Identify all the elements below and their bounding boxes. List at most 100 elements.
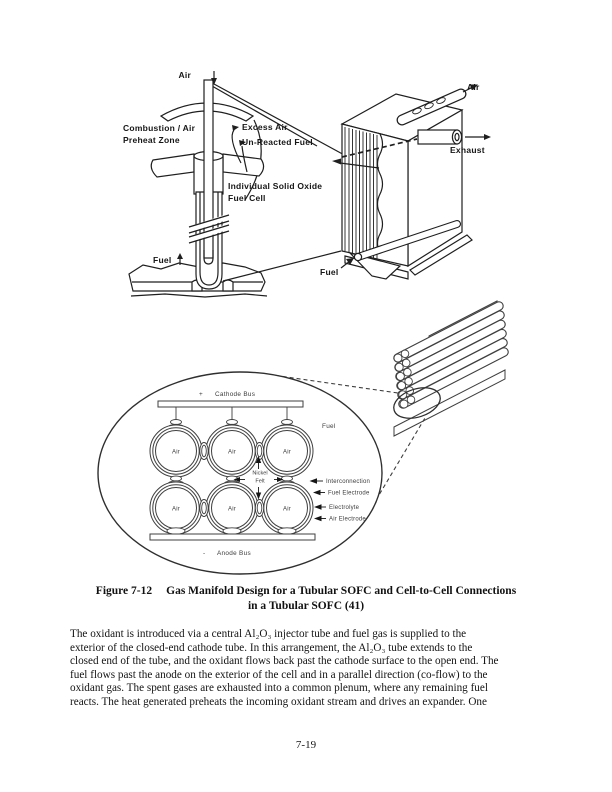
detail-cone-line-bottom	[375, 417, 426, 501]
break-slash	[188, 214, 230, 228]
break-slash	[188, 224, 230, 238]
cell-tube-cross-section: Air	[205, 424, 259, 478]
figure-caption: Figure 7-12 Gas Manifold Design for a Tub…	[0, 584, 612, 614]
caption-title-line1: Gas Manifold Design for a Tubular SOFC a…	[166, 585, 517, 597]
cell-feet	[166, 527, 297, 535]
air-core-label: Air	[283, 450, 291, 456]
plenum-dashed-line	[341, 138, 418, 158]
cell-bundle-hatching	[344, 127, 378, 259]
exhaust-pipe-bore	[454, 132, 460, 142]
air-electrode-label: Air Electrode	[329, 517, 366, 523]
cathode-bus-sign: +	[199, 391, 203, 398]
cell-tube-cross-section: Air	[149, 481, 203, 535]
injector-tube	[203, 79, 214, 259]
cell-row-2: Air Air Air	[149, 481, 314, 535]
combustion-zone-label-line1: Combustion / Air	[123, 123, 196, 133]
electrolyte-arrowhead	[314, 504, 322, 510]
cell-connections-diagram: + Cathode Bus Air Air Air	[97, 300, 509, 575]
nickel-felt-label-line2: Felt	[255, 479, 265, 485]
bundle-bottom-plate	[393, 369, 506, 437]
air-in-label: Air	[178, 70, 191, 80]
fuel-electrode-arrowhead	[313, 489, 321, 496]
hatch-scallop-edge	[376, 133, 384, 254]
air-core-label: Air	[172, 507, 180, 513]
caption-line-2: in a Tubular SOFC (41)	[247, 600, 365, 612]
air-out-arrow-line	[462, 86, 474, 93]
level-arrowhead	[332, 158, 341, 165]
fuel-electrode-label: Fuel Electrode	[328, 491, 370, 497]
body-paragraph: The oxidant is introduced via a central …	[70, 628, 555, 709]
cell-tube-cross-section: Air	[260, 424, 314, 478]
excess-air-arrow-curve	[231, 129, 242, 164]
air-pipe-openings	[412, 97, 446, 115]
excess-air-label: Excess Air	[242, 122, 288, 132]
fuel-in-label: Fuel	[153, 255, 171, 265]
bundle-detail-circle	[393, 387, 441, 419]
cathode-bus-label: Cathode Bus	[215, 391, 255, 398]
air-in-arrowhead	[211, 78, 217, 85]
body-line: closed end of the tube, and the oxidant …	[70, 655, 499, 668]
exhaust-arrowhead	[484, 134, 491, 140]
break-slash	[188, 220, 230, 234]
air-core-label: Air	[172, 450, 180, 456]
leader-line-unreacted-fuel	[211, 85, 318, 147]
layer-annotations: Interconnection Fuel Electrode Electroly…	[309, 478, 370, 523]
module-front-face	[341, 123, 409, 267]
tubular-sofc-diagram: Air Combustion / Air Preheat Zone Excess…	[123, 70, 491, 298]
interconnection-arrowhead	[309, 478, 317, 484]
preheat-dome	[159, 102, 255, 122]
wing-right	[222, 153, 265, 177]
leader-line-excess-air	[213, 83, 349, 158]
anode-bus-label: Anode Bus	[217, 550, 251, 557]
bundle-tubes	[393, 301, 509, 409]
unreacted-fuel-arrow-curve	[241, 145, 248, 173]
fuel-region-label: Fuel	[322, 423, 336, 430]
fuel-up-arrowhead	[177, 253, 183, 259]
cell-label-line2: Fuel Cell	[228, 193, 266, 203]
wing-left	[150, 153, 195, 178]
fuel-pipe	[355, 221, 460, 260]
air-core-label: Air	[228, 507, 236, 513]
nickel-felt-arrows	[233, 456, 284, 500]
module-air-label: Air	[467, 82, 480, 92]
air-out-arrowhead	[470, 84, 478, 90]
cell-tube-cross-section: Air	[205, 481, 259, 535]
air-electrode-arrowhead	[314, 515, 322, 522]
connector-line	[222, 250, 342, 282]
fuel-pipe-end	[353, 252, 363, 262]
body-line: oxidant gas. The spent gases are exhaust…	[70, 682, 488, 695]
page-number: 7-19	[295, 739, 317, 751]
module-exhaust-label: Exhaust	[450, 145, 485, 155]
module-base-rail	[409, 234, 473, 276]
figure-number: Figure 7-12	[95, 585, 153, 597]
hatch-level-line	[339, 162, 380, 169]
body-line: reacts. The heat generated preheats the …	[70, 695, 487, 708]
module-fuel-label: Fuel	[320, 267, 338, 277]
anode-bus-bar	[149, 533, 316, 541]
excess-air-arrowhead	[232, 125, 239, 131]
unreacted-fuel-arrowhead	[239, 140, 246, 146]
cell-row-1: Air Air Air	[149, 424, 314, 478]
caption-line-1: Figure 7-12 Gas Manifold Design for a Tub…	[0, 584, 612, 599]
cathode-bus-bar	[157, 400, 304, 408]
cell-tube-inner-wall	[199, 192, 219, 286]
interconnection-label: Interconnection	[326, 479, 370, 485]
body-line: exterior of the closed-end cathode tube.…	[70, 641, 473, 654]
air-core-label: Air	[283, 507, 291, 513]
unreacted-fuel-label: Un-Reacted Fuel	[242, 137, 313, 147]
nickel-felt-label-line1: Nickel	[252, 471, 267, 477]
electrolyte-label: Electrolyte	[329, 505, 360, 511]
nickel-felt-lenses	[199, 499, 265, 517]
fuel-in-arrowhead	[346, 258, 354, 265]
air-core-label: Air	[228, 450, 236, 456]
cell-label-line1: Individual Solid Oxide	[228, 181, 322, 191]
anode-bus-sign: -	[203, 550, 205, 557]
bus-drop-lines	[175, 407, 288, 420]
exhaust-pipe-mouth	[451, 129, 463, 145]
tube-bundle	[393, 300, 509, 437]
injector-tube-end	[203, 250, 214, 265]
combustion-zone-label-line2: Preheat Zone	[123, 135, 180, 145]
cell-tube-cross-section: Air	[260, 481, 314, 535]
body-line: fuel flows past the anode on the exterio…	[70, 668, 488, 681]
